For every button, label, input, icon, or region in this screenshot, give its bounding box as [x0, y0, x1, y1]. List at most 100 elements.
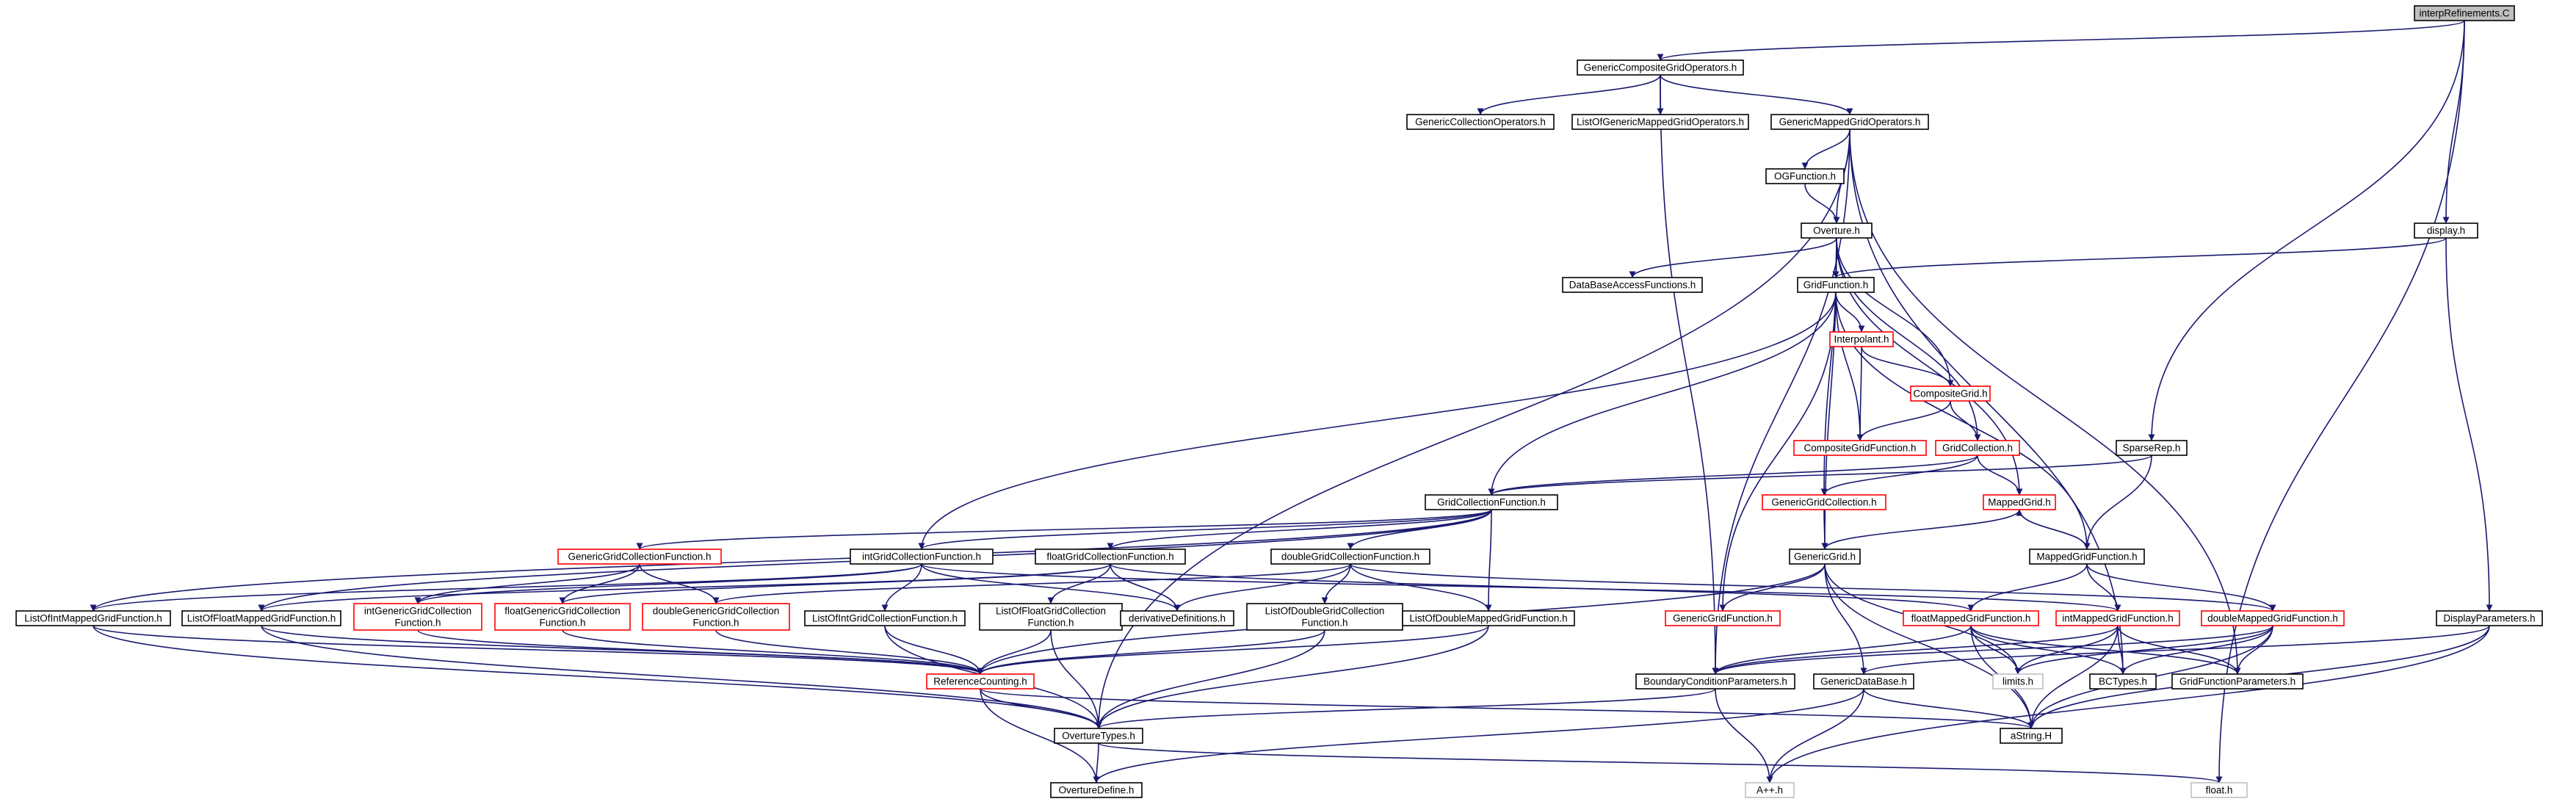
edge-reference-counting-to-overture-define	[980, 688, 1100, 784]
node-composite-grid[interactable]: CompositeGrid.h	[1910, 386, 1991, 402]
node-list-of-int-mapped-grid-function[interactable]: ListOfIntMappedGridFunction.h	[15, 610, 171, 626]
node-list-of-int-grid-collection-function[interactable]: ListOfIntGridCollectionFunction.h	[804, 610, 966, 626]
node-ogfunction[interactable]: OGFunction.h	[1765, 168, 1845, 184]
edge-grid-collection-to-grid-collection-function	[1488, 455, 1978, 496]
node-box	[804, 610, 966, 626]
node-bctypes[interactable]: BCTypes.h	[2089, 673, 2157, 690]
edge-overture-types-to-overture-define	[1093, 742, 1100, 784]
node-double-grid-collection-function[interactable]: doubleGridCollectionFunction.h	[1270, 549, 1430, 565]
node-box	[1765, 168, 1845, 184]
node-box	[1801, 222, 1873, 239]
node-generic-grid-collection[interactable]: GenericGridCollection.h	[1762, 494, 1886, 510]
edge-generic-grid-to-a-string	[1824, 563, 2035, 729]
node-box	[557, 549, 722, 565]
edge-double-grid-collection-function-to-double-mapped-grid-function	[1350, 563, 2276, 612]
node-generic-grid-function[interactable]: GenericGridFunction.h	[1665, 610, 1781, 626]
edge-generic-mapped-grid-operators-to-ogfunction	[1801, 129, 1850, 170]
node-generic-grid[interactable]: GenericGrid.h	[1789, 549, 1861, 565]
edge-grid-function-to-grid-collection-function	[1488, 292, 1837, 496]
edge-grid-collection-function-to-list-of-double-mapped-grid-function	[1485, 509, 1492, 612]
edge-int-grid-collection-function-to-list-of-int-mapped-grid-function	[90, 563, 922, 612]
node-box	[1789, 549, 1861, 565]
node-mapped-grid[interactable]: MappedGrid.h	[1983, 494, 2056, 510]
node-int-mapped-grid-function[interactable]: intMappedGridFunction.h	[2055, 610, 2180, 626]
node-label: BCTypes.h	[2099, 676, 2147, 687]
node-derivative-definitions[interactable]: derivativeDefinitions.h	[1120, 610, 1234, 626]
node-label: ListOfGenericMappedGridOperators.h	[1577, 117, 1744, 128]
node-grid-function-parameters[interactable]: GridFunctionParameters.h	[2171, 673, 2304, 690]
node-interpolant[interactable]: Interpolant.h	[1829, 331, 1894, 347]
edge-grid-function-to-mapped-grid-function	[1835, 292, 2091, 550]
node-limits[interactable]: limits.h	[1992, 673, 2044, 690]
node-box	[1829, 331, 1894, 347]
node-float-mapped-grid-function[interactable]: floatMappedGridFunction.h	[1903, 610, 2039, 626]
node-label: ListOfFloatGridCollection	[996, 606, 1106, 617]
node-aplusplus[interactable]: A++.h	[1745, 782, 1795, 798]
node-data-base-access-functions[interactable]: DataBaseAccessFunctions.h	[1562, 277, 1703, 293]
node-int-grid-collection-function[interactable]: intGridCollectionFunction.h	[850, 549, 994, 565]
node-overture-define[interactable]: OvertureDefine.h	[1050, 782, 1143, 798]
node-list-of-generic-mapped-grid-operators[interactable]: ListOfGenericMappedGridOperators.h	[1571, 114, 1749, 130]
node-interp-refinements[interactable]: interpRefinements.C	[2414, 5, 2515, 21]
edge-composite-grid-to-composite-grid-function	[1856, 400, 1951, 441]
node-generic-mapped-grid-operators[interactable]: GenericMappedGridOperators.h	[1770, 114, 1929, 130]
node-label: Interpolant.h	[1834, 334, 1889, 345]
edge-overture-to-mapped-grid	[1836, 237, 2023, 496]
edge-int-mapped-grid-function-to-boundary-condition-parameters	[1712, 625, 2119, 675]
node-box	[979, 603, 1123, 631]
node-list-of-double-mapped-grid-function[interactable]: ListOfDoubleMappedGridFunction.h	[1402, 610, 1575, 626]
node-generic-composite-grid-operators[interactable]: GenericCompositeGridOperators.h	[1577, 59, 1744, 76]
node-reference-counting[interactable]: ReferenceCounting.h	[926, 673, 1035, 690]
node-box	[2414, 222, 2478, 239]
node-boundary-condition-parameters[interactable]: BoundaryConditionParameters.h	[1635, 673, 1795, 690]
node-grid-function[interactable]: GridFunction.h	[1797, 277, 1875, 293]
node-box	[2089, 673, 2157, 690]
node-display-parameters[interactable]: DisplayParameters.h	[2436, 610, 2543, 626]
node-grid-collection[interactable]: GridCollection.h	[1935, 440, 2020, 456]
node-label: OGFunction.h	[1774, 171, 1836, 182]
edge-double-mapped-grid-function-to-bctypes	[2119, 625, 2273, 675]
node-generic-grid-collection-function[interactable]: GenericGridCollectionFunction.h	[557, 549, 722, 565]
edge-composite-grid-to-grid-collection	[1950, 400, 1981, 441]
node-box	[1577, 59, 1744, 76]
node-label: GenericGrid.h	[1794, 551, 1856, 562]
node-overture-types[interactable]: OvertureTypes.h	[1054, 728, 1143, 744]
node-grid-collection-function[interactable]: GridCollectionFunction.h	[1425, 494, 1558, 510]
edge-int-generic-grid-collection-function-to-reference-counting	[417, 629, 984, 675]
node-sparse-rep[interactable]: SparseRep.h	[2116, 440, 2188, 456]
node-box	[1406, 114, 1555, 130]
node-label: float.h	[2206, 785, 2233, 796]
node-box	[1762, 494, 1886, 510]
edge-mapped-grid-function-to-float-mapped-grid-function	[1967, 563, 2088, 612]
edge-double-grid-collection-function-to-list-of-double-grid-collection-function	[1321, 563, 1351, 604]
node-float[interactable]: float.h	[2190, 782, 2248, 798]
edge-list-of-double-mapped-grid-function-to-reference-counting	[977, 625, 1489, 675]
node-composite-grid-function[interactable]: CompositeGridFunction.h	[1793, 440, 1927, 456]
node-list-of-float-mapped-grid-function[interactable]: ListOfFloatMappedGridFunction.h	[181, 610, 341, 626]
node-box	[1635, 673, 1795, 690]
node-label: GenericGridCollectionFunction.h	[568, 551, 711, 562]
node-mapped-grid-function[interactable]: MappedGridFunction.h	[2029, 549, 2145, 565]
node-box	[1054, 728, 1143, 744]
node-overture[interactable]: Overture.h	[1801, 222, 1873, 239]
node-double-mapped-grid-function[interactable]: doubleMappedGridFunction.h	[2201, 610, 2345, 626]
node-generic-data-base[interactable]: GenericDataBase.h	[1813, 673, 1914, 690]
node-a-string[interactable]: aString.H	[2000, 728, 2063, 744]
node-box	[1910, 386, 1991, 402]
node-display[interactable]: display.h	[2414, 222, 2478, 239]
node-box	[1562, 277, 1703, 293]
edge-display-to-display-parameters	[2445, 237, 2493, 612]
edge-grid-collection-to-generic-grid-collection	[1820, 455, 1978, 496]
node-label: CompositeGridFunction.h	[1803, 443, 1916, 454]
node-float-grid-collection-function[interactable]: floatGridCollectionFunction.h	[1035, 549, 1186, 565]
node-generic-collection-operators[interactable]: GenericCollectionOperators.h	[1406, 114, 1555, 130]
node-label: CompositeGrid.h	[1913, 388, 1987, 399]
edge-interp-refinements-to-sparse-rep	[2148, 20, 2465, 441]
node-label: GridFunction.h	[1803, 280, 1869, 291]
node-box	[1246, 603, 1403, 631]
